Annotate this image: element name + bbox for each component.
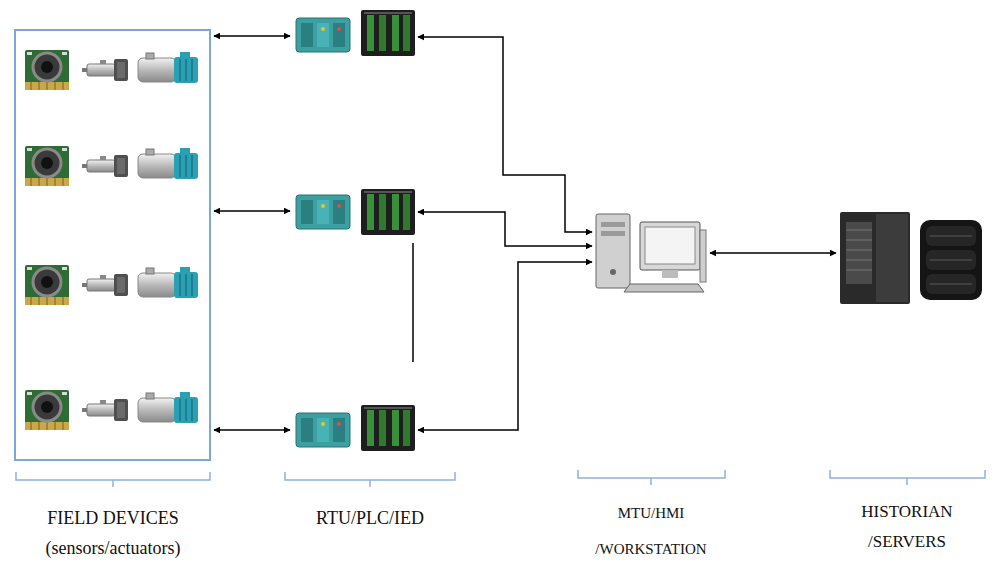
supervisory-link-arrows xyxy=(418,37,592,232)
historian-link-arrow xyxy=(710,252,836,254)
field-device-row xyxy=(25,265,69,305)
column-label: FIELD DEVICES (sensors/actuators) xyxy=(18,503,208,563)
controller-row xyxy=(361,10,415,56)
workstation-icon xyxy=(700,230,706,282)
controller-row xyxy=(296,413,350,447)
controller-row xyxy=(296,10,415,56)
server-icon xyxy=(926,250,976,270)
controller-row xyxy=(296,195,350,229)
group-brackets xyxy=(830,470,985,485)
server-icon xyxy=(926,274,976,294)
workstation-icon xyxy=(596,214,630,288)
controller-row xyxy=(296,18,350,52)
server-icon xyxy=(930,284,972,285)
workstation-icon xyxy=(601,231,625,236)
group-brackets xyxy=(285,472,455,487)
column-label: HISTORIAN /SERVERS xyxy=(837,497,977,557)
workstation-icon xyxy=(624,284,704,292)
server-icon xyxy=(926,226,976,246)
controller-row xyxy=(296,405,415,451)
supervisory-link-arrows xyxy=(418,262,592,430)
field-link-arrows xyxy=(214,210,290,212)
field-device-row xyxy=(138,392,198,423)
server-icon xyxy=(930,260,972,261)
field-device-row xyxy=(25,50,69,90)
server-icon xyxy=(840,212,910,304)
server-icon xyxy=(920,220,982,300)
field-device-row xyxy=(25,146,69,186)
workstation-icon xyxy=(610,269,616,275)
field-device-row xyxy=(138,267,198,298)
field-device-row xyxy=(25,146,198,186)
server-icon xyxy=(846,230,872,231)
field-device-row xyxy=(82,399,128,421)
field-device-row xyxy=(138,148,198,179)
field-device-row xyxy=(25,390,198,430)
field-device-row xyxy=(82,274,128,296)
workstation-icon xyxy=(645,227,695,264)
group-brackets xyxy=(16,470,985,487)
workstation-icon xyxy=(662,270,678,278)
column-label: MTU/HMI /WORKSTATION xyxy=(581,495,721,567)
group-brackets xyxy=(16,472,210,487)
server-icon xyxy=(846,260,872,261)
workstation-icon xyxy=(601,222,625,227)
field-link-arrows xyxy=(214,429,290,431)
field-link-arrows xyxy=(214,35,290,37)
server-icon xyxy=(846,240,872,241)
workstation-icon xyxy=(596,214,706,292)
supervisory-link-arrows xyxy=(418,212,592,246)
supervisory-link-arrows xyxy=(418,37,592,430)
field-device-row xyxy=(82,155,128,177)
server-icon xyxy=(846,270,872,271)
field-device-row xyxy=(138,52,198,83)
server-icon xyxy=(930,236,972,237)
field-device-row xyxy=(25,265,198,305)
server-icon xyxy=(846,222,872,284)
controller-row xyxy=(296,189,415,235)
group-brackets xyxy=(578,470,725,485)
field-link-arrows xyxy=(214,36,290,430)
field-device-row xyxy=(25,390,69,430)
field-devices-frame xyxy=(15,30,210,460)
server-icon xyxy=(846,250,872,251)
field-device-row xyxy=(82,59,128,81)
controller-link-line xyxy=(412,243,414,362)
controller-row xyxy=(361,405,415,451)
column-label: RTU/PLC/IED xyxy=(285,503,455,533)
field-device-row xyxy=(25,50,198,90)
controller-row xyxy=(361,189,415,235)
workstation-icon xyxy=(640,222,700,270)
server-icon xyxy=(840,212,982,304)
server-icon xyxy=(876,214,908,302)
